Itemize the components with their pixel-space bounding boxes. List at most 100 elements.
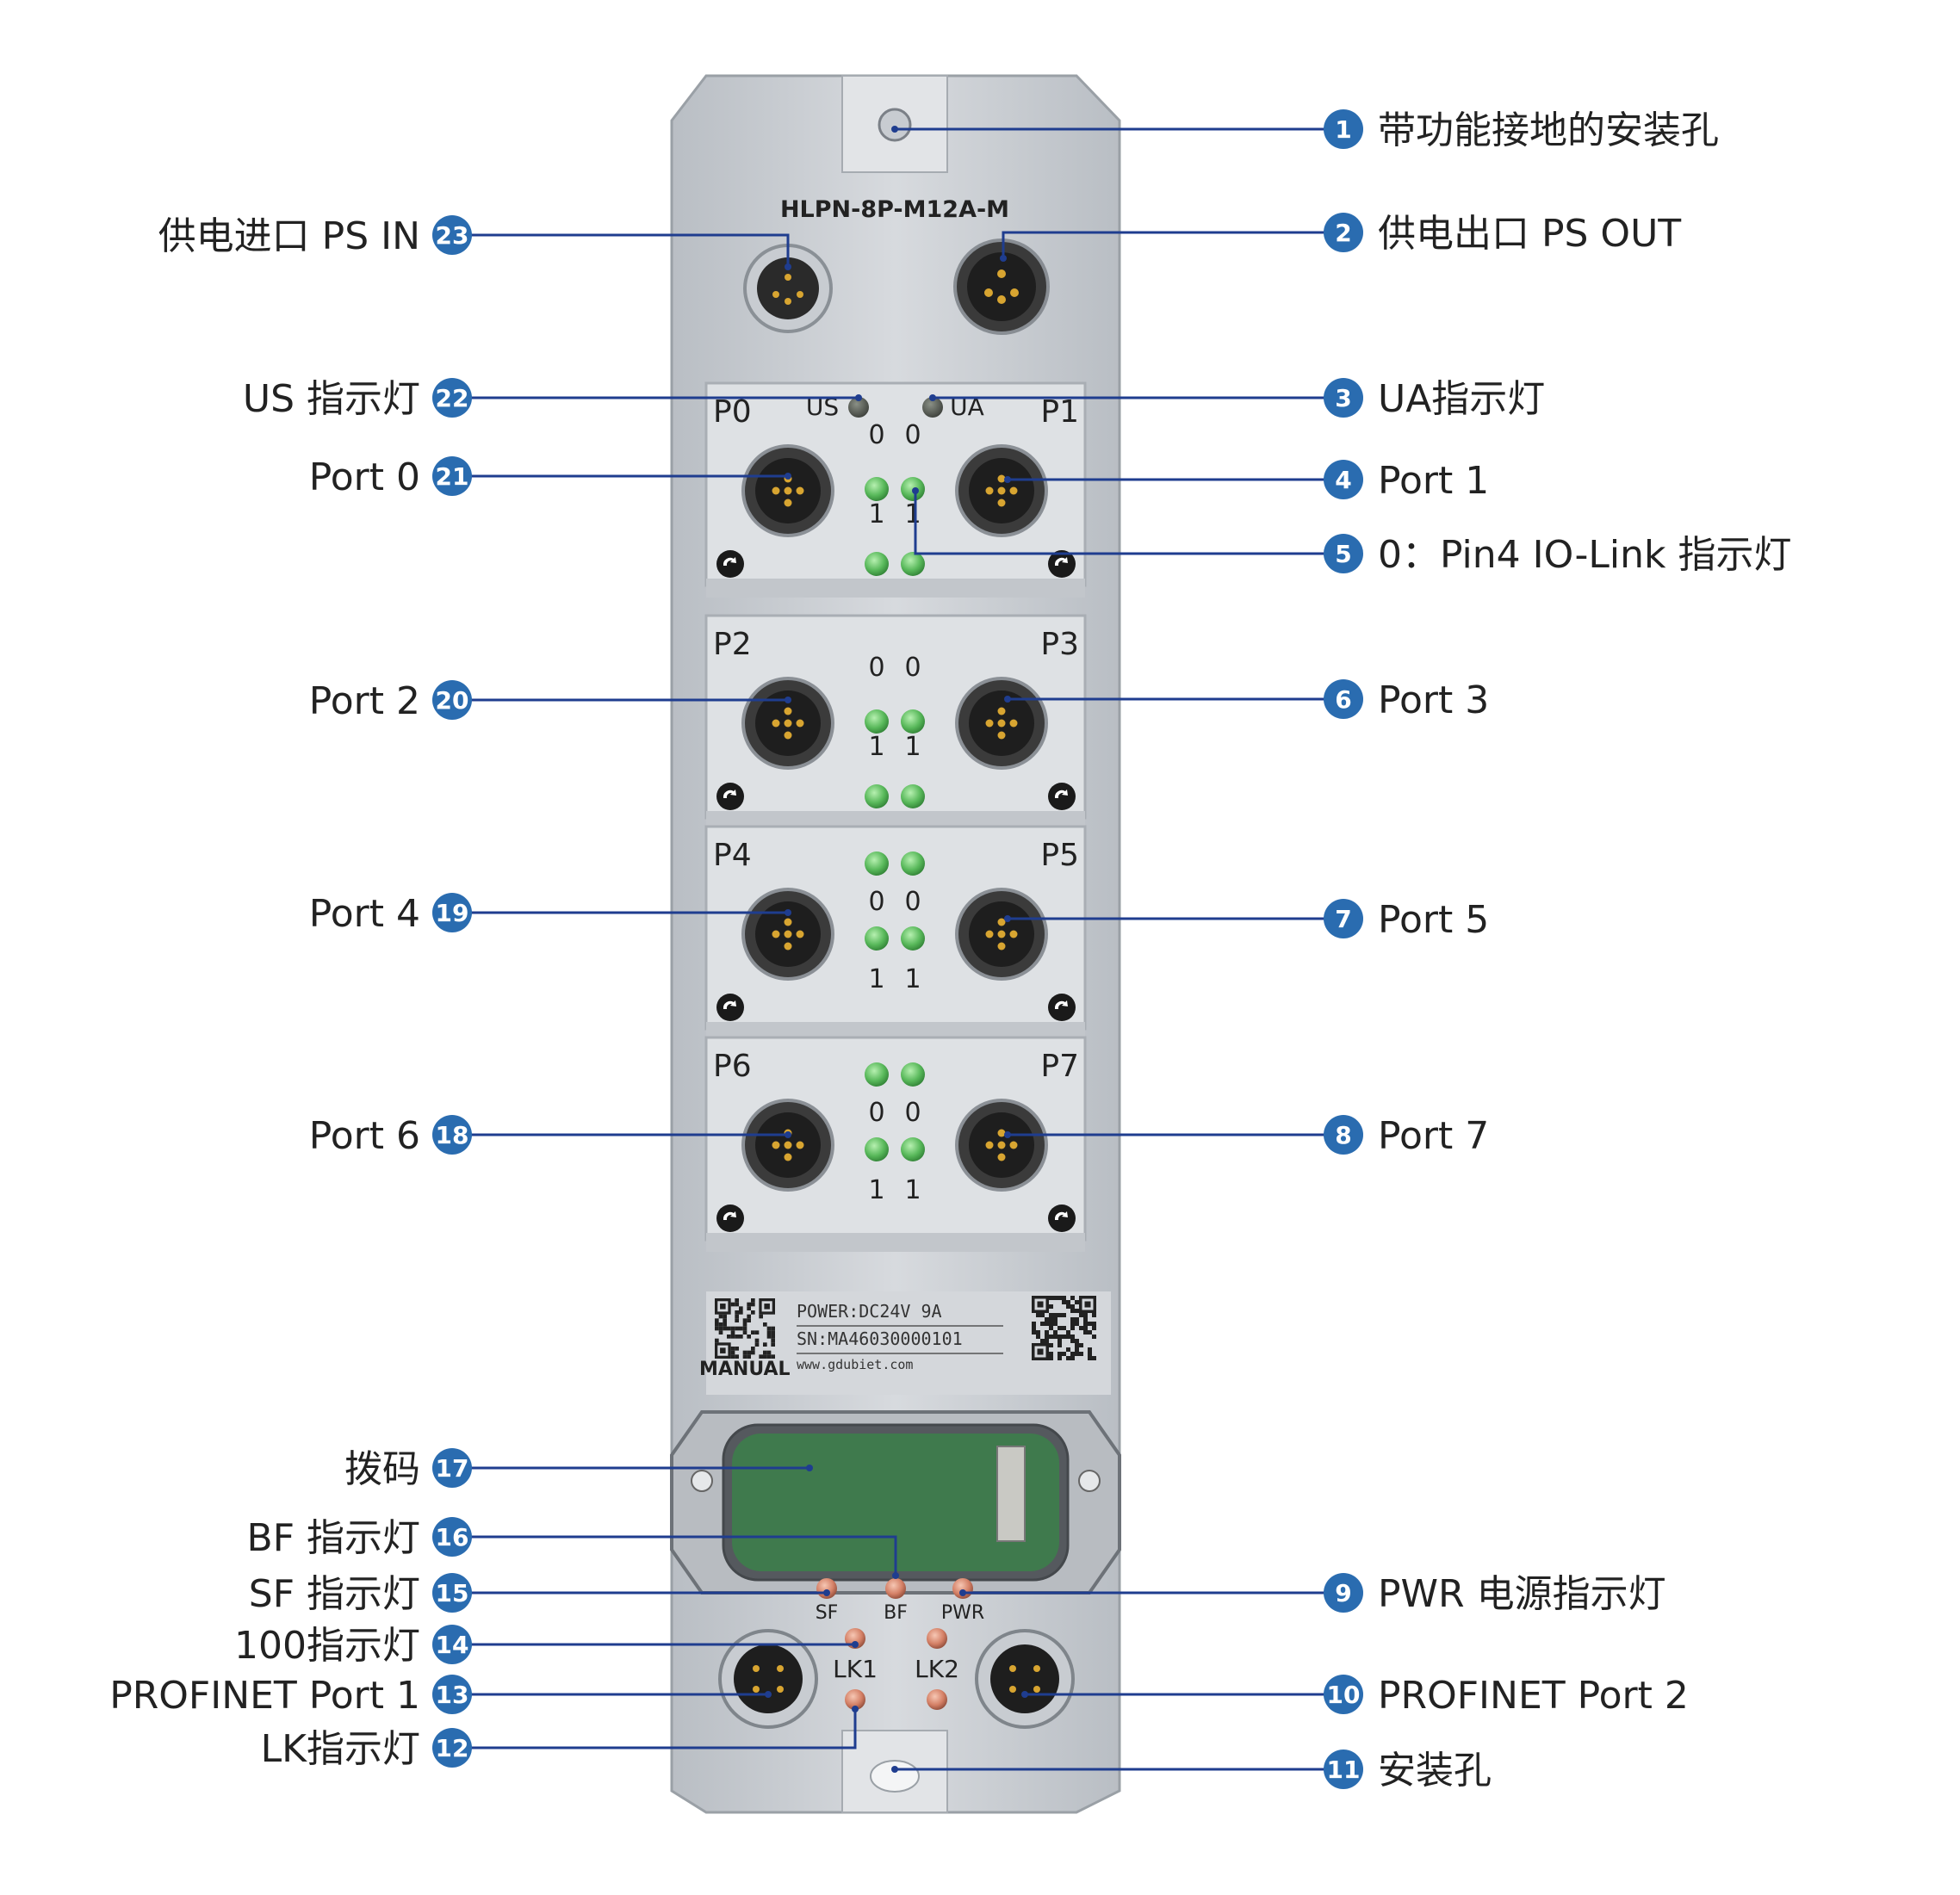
callout-7: 7 Port 5: [1004, 898, 1489, 942]
callout-badge: [1324, 109, 1363, 149]
callout-label: PROFINET Port 2: [1378, 1674, 1689, 1718]
leader-dot: [1004, 476, 1011, 483]
coding-icon: [716, 1205, 744, 1232]
callout-label: BF 指示灯: [247, 1516, 420, 1560]
io-led: [901, 709, 925, 734]
callout-2: 2 供电出口 PS OUT: [1000, 212, 1681, 262]
io-led: [901, 926, 925, 951]
qr-code-icon: [1032, 1296, 1096, 1360]
callout-number: 2: [1335, 219, 1351, 247]
callout-number: 18: [436, 1121, 469, 1149]
led-label-one: 1: [904, 499, 921, 529]
io-led: [865, 852, 889, 876]
callout-label: SF 指示灯: [249, 1572, 420, 1616]
callout-number: 17: [436, 1454, 469, 1483]
callout-number: 7: [1335, 905, 1351, 933]
port-6-connector[interactable]: [741, 1099, 834, 1192]
qr-code-icon: [715, 1298, 775, 1359]
io-led: [901, 552, 925, 576]
callout-label: Port 6: [309, 1114, 420, 1158]
ps-in-connector[interactable]: [743, 244, 833, 333]
port-5-connector[interactable]: [955, 888, 1048, 981]
pwr-label: PWR: [941, 1602, 984, 1624]
leader-dot: [1004, 696, 1011, 703]
leader-dot: [1000, 255, 1007, 262]
callout-number: 19: [436, 899, 469, 927]
power-label: POWER:DC24V 9A: [797, 1301, 942, 1322]
callout-badge: [1324, 899, 1363, 938]
callout-number: 23: [436, 221, 469, 250]
io-led: [865, 477, 889, 501]
callout-number: 3: [1335, 384, 1351, 412]
callout-number: 16: [436, 1523, 469, 1551]
io-led: [865, 1137, 889, 1161]
port-label: P4: [713, 838, 752, 873]
callout-number: 21: [436, 462, 469, 491]
callout-number: 9: [1335, 1579, 1351, 1607]
bf-label: BF: [884, 1602, 908, 1624]
coding-icon: [1048, 994, 1076, 1021]
leader-dot: [785, 1131, 791, 1138]
callout-label: Port 1: [1378, 459, 1489, 503]
led-label-zero: 0: [904, 1098, 921, 1128]
coding-icon: [1048, 783, 1076, 810]
leader-dot: [1021, 1691, 1028, 1698]
port-0-connector[interactable]: [741, 444, 834, 537]
callout-16: 16 BF 指示灯: [247, 1516, 899, 1579]
led-label-one: 1: [868, 499, 884, 529]
profinet-port-1-connector[interactable]: [718, 1629, 818, 1729]
leader-dot: [852, 1706, 859, 1712]
coding-icon: [716, 783, 744, 810]
leader-line: [1002, 231, 1343, 258]
callout-label: 100指示灯: [234, 1624, 420, 1668]
leader-dot: [1004, 1131, 1011, 1138]
port-3-connector[interactable]: [955, 677, 1048, 770]
profinet-port-2-connector[interactable]: [975, 1629, 1075, 1729]
callout-number: 4: [1335, 466, 1351, 494]
port-7-connector[interactable]: [955, 1099, 1048, 1192]
port-4-connector[interactable]: [741, 888, 834, 981]
lk1-label: LK1: [833, 1655, 878, 1683]
leader-line: [452, 1535, 897, 1576]
callout-number: 6: [1335, 685, 1351, 714]
callout-badge: [432, 893, 472, 932]
leader-dot: [785, 473, 791, 480]
port-1-connector[interactable]: [955, 444, 1048, 537]
dip-switch-block: [996, 1446, 1026, 1542]
callout-label: US 指示灯: [243, 377, 420, 421]
callout-label: Port 5: [1378, 898, 1489, 942]
leader-dot: [785, 697, 791, 703]
callout-label: Port 0: [309, 455, 420, 499]
ps-out-connector[interactable]: [953, 238, 1050, 335]
io-led: [865, 1062, 889, 1087]
port-label: P2: [713, 627, 752, 662]
port-label: P1: [1040, 394, 1079, 430]
sn-label: SN:MA46030000101: [797, 1328, 963, 1349]
port-2-connector[interactable]: [741, 677, 834, 770]
leader-dot: [855, 394, 862, 401]
led-label-one: 1: [868, 1175, 884, 1205]
callout-badge: [1324, 213, 1363, 252]
callout-label: 带功能接地的安装孔: [1378, 108, 1719, 152]
led-label-one: 1: [868, 732, 884, 762]
sf-label: SF: [816, 1602, 839, 1624]
callout-number: 14: [436, 1631, 469, 1659]
callout-badge: [1324, 1749, 1363, 1789]
lk2-led: [927, 1689, 947, 1710]
callout-number: 13: [436, 1681, 469, 1709]
coding-icon: [1048, 1205, 1076, 1232]
led-label-one: 1: [904, 732, 921, 762]
callout-badge: [1324, 378, 1363, 418]
led-label-zero: 0: [868, 887, 884, 917]
callout-label: 供电出口 PS OUT: [1378, 212, 1681, 256]
leader-dot: [765, 1691, 772, 1698]
